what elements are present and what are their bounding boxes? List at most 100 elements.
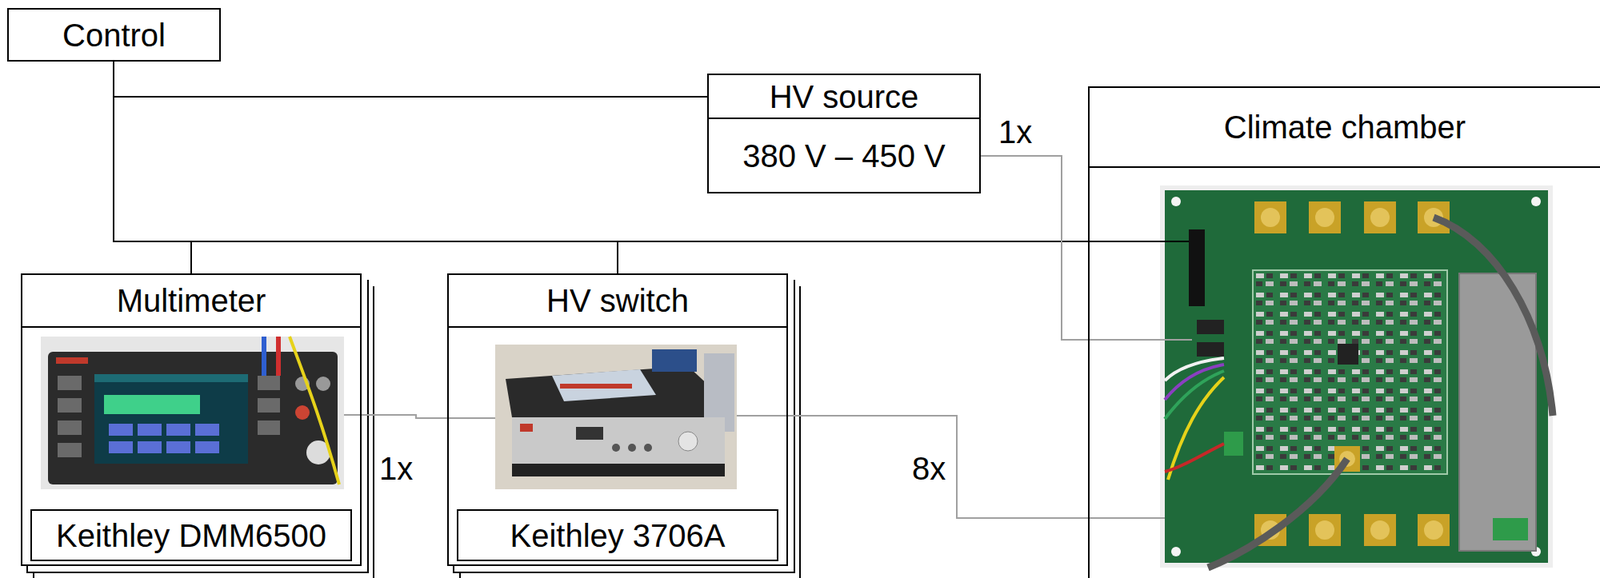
sma-connector	[1315, 520, 1335, 540]
test-lead	[276, 336, 281, 376]
display-bar	[94, 374, 248, 383]
chip	[1196, 342, 1224, 357]
chassis-base	[512, 464, 725, 477]
brand-strip	[520, 424, 533, 432]
sma-connector	[1424, 520, 1444, 540]
header-row: HV switch	[448, 275, 787, 328]
wire	[1164, 371, 1224, 420]
cable	[344, 414, 362, 416]
front-key	[644, 444, 652, 452]
manual	[552, 369, 656, 402]
sma-connector	[1364, 201, 1396, 234]
screen-key	[108, 441, 133, 454]
test-lead	[261, 336, 267, 376]
connector-line	[788, 416, 1088, 519]
manual-stripe	[560, 384, 632, 389]
sma-connector	[1315, 208, 1335, 228]
sma-connector	[1260, 208, 1280, 228]
screen-key	[108, 424, 133, 436]
terminal-block	[1224, 432, 1244, 456]
box-heading: Multimeter	[116, 282, 267, 320]
brand-strip	[56, 357, 88, 364]
box-text: Control	[62, 16, 166, 54]
sma-connector	[1370, 208, 1390, 228]
pcb-photo	[1160, 185, 1553, 568]
multiplicity-label: 1x	[377, 450, 415, 488]
button	[257, 398, 280, 413]
chassis-top	[505, 366, 724, 418]
mount-hole	[1531, 196, 1541, 207]
photo-ground	[40, 336, 344, 490]
wire	[1164, 364, 1224, 400]
chamber-box: Climate chamber	[1088, 86, 1600, 578]
test-lead	[289, 336, 340, 485]
connector-line	[980, 156, 1088, 340]
pin-header	[1188, 229, 1205, 307]
model-name: Keithley 3706A	[509, 517, 725, 555]
box-heading: HV switch	[546, 282, 689, 320]
button	[57, 443, 82, 458]
front-key	[628, 444, 636, 452]
instrument-box: HV switchKeithley 3706A	[447, 273, 788, 567]
header-row: HV source	[708, 75, 980, 120]
button	[57, 398, 82, 413]
photo-ground	[495, 344, 737, 490]
multimeter-photo	[40, 336, 344, 490]
model-label-box: Keithley DMM6500	[30, 509, 352, 562]
cable	[447, 417, 496, 420]
photo-ground	[1160, 185, 1553, 568]
connector-line	[113, 61, 708, 97]
multiplicity-label: 8x	[910, 450, 948, 488]
mount-hole	[1171, 547, 1181, 557]
text-row: 380 V – 450 V	[708, 119, 980, 192]
chip	[1337, 344, 1359, 365]
multiplicity-label: 1x	[996, 113, 1034, 151]
circuit-board	[1164, 190, 1548, 564]
wire	[1164, 358, 1224, 381]
source-box: HV source 380 V – 450 V	[707, 73, 981, 194]
input-jack	[316, 376, 331, 392]
header-row: Multimeter	[22, 275, 360, 328]
interface-box	[652, 349, 697, 372]
cable	[736, 415, 788, 417]
connector-line	[113, 61, 1088, 242]
button	[57, 420, 82, 436]
model-label-box: Keithley 3706A	[456, 509, 779, 562]
cable	[1088, 339, 1192, 341]
front-panel	[512, 417, 725, 464]
text-row: Control	[8, 9, 220, 60]
front-key	[612, 444, 620, 452]
stack-outline	[453, 280, 795, 573]
instrument-box: MultimeterKeithley DMM6500	[20, 273, 362, 567]
screen-key	[195, 424, 220, 436]
input-jack	[295, 405, 310, 420]
screen-key	[137, 424, 162, 436]
rotary-knob	[678, 432, 698, 452]
mount-hole	[1171, 196, 1181, 207]
connector-line	[361, 415, 448, 419]
button	[257, 420, 280, 436]
sma-connectors	[1254, 201, 1450, 547]
terminal-block	[1492, 518, 1528, 541]
instrument-body	[48, 352, 338, 485]
sma-connector	[1308, 201, 1341, 234]
sma-connector	[1254, 201, 1287, 234]
screen-key	[166, 441, 191, 454]
wire	[1164, 444, 1224, 472]
screen-key	[166, 424, 191, 436]
control-wire	[1088, 240, 1189, 243]
display-screen	[94, 374, 248, 464]
cable	[1088, 517, 1165, 520]
button	[257, 376, 280, 391]
box-text: 380 V – 450 V	[742, 137, 946, 175]
stack-outline	[27, 280, 368, 573]
chip	[1196, 320, 1224, 335]
button	[57, 376, 82, 391]
sma-connector	[1417, 514, 1450, 547]
model-name: Keithley DMM6500	[56, 517, 327, 555]
switch-photo	[495, 344, 737, 490]
front-display	[576, 427, 604, 440]
coax-cable	[1433, 217, 1553, 416]
box-heading: HV source	[769, 78, 920, 116]
box-heading: Climate chamber	[1224, 108, 1466, 146]
